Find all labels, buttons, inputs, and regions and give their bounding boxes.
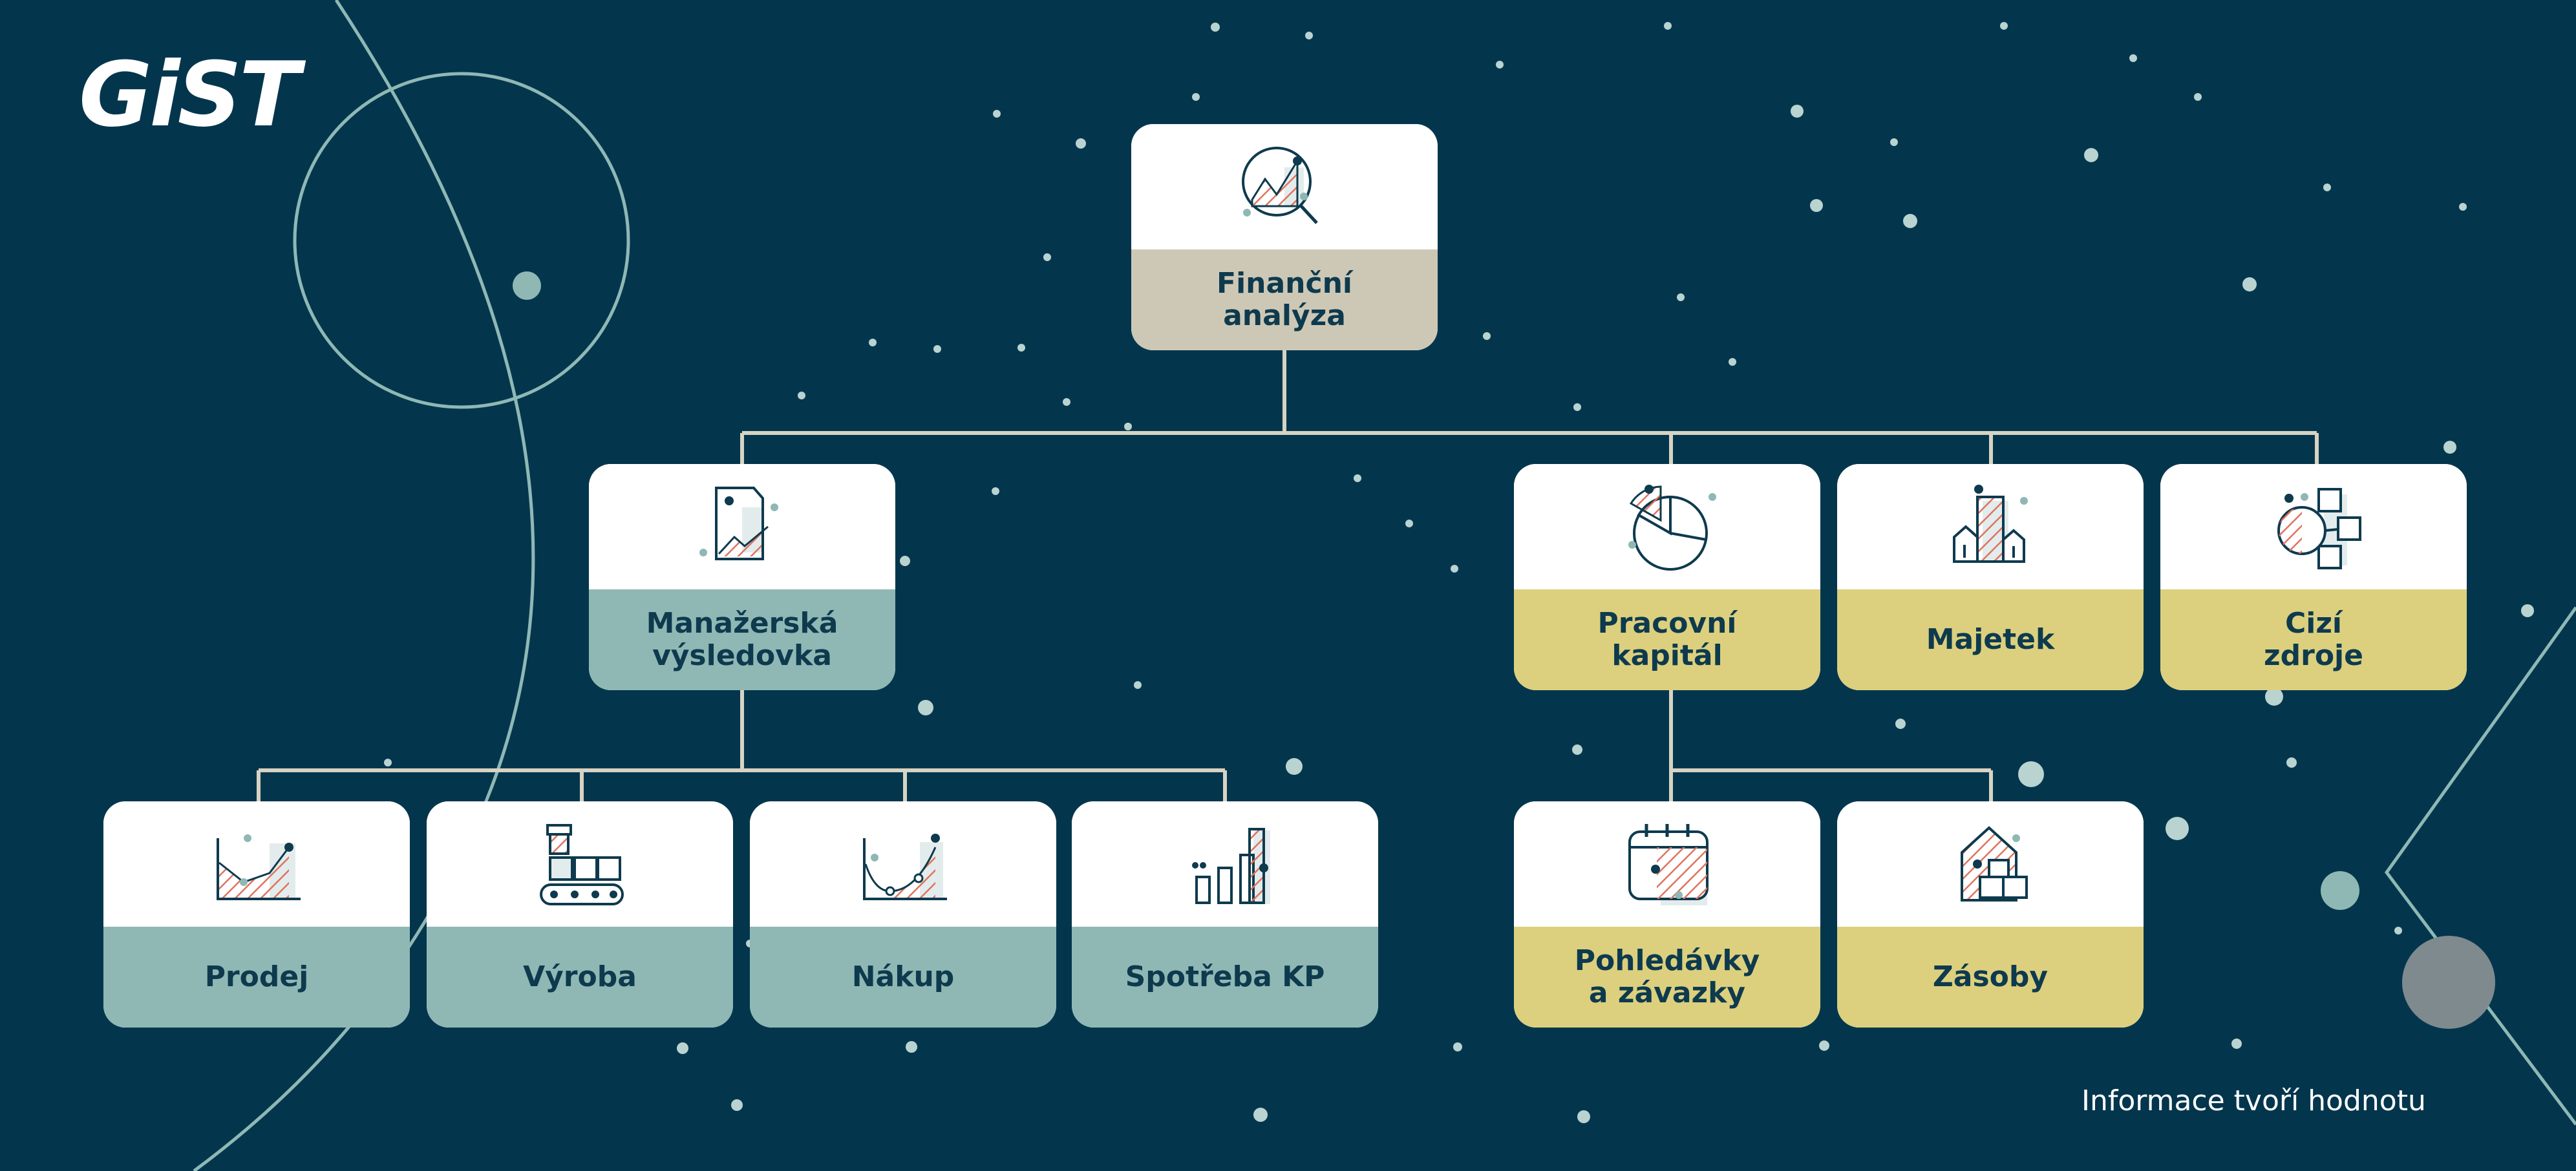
orbit-circle <box>293 72 630 409</box>
node-manazerska-vysledovka[interactable]: Manažerská výsledovka <box>589 464 895 690</box>
node-financni-analyza[interactable]: Finanční analýza <box>1131 124 1438 350</box>
conveyor-icon <box>540 824 624 905</box>
node-zasoby[interactable]: Zásoby <box>1837 801 2144 1028</box>
gist-logo: GiST <box>79 43 300 147</box>
bar-chart-icon <box>1192 828 1270 904</box>
tree-connectors <box>257 350 2319 803</box>
node-vyroba[interactable]: Výroba <box>427 801 733 1028</box>
node-prodej[interactable]: Prodej <box>103 801 410 1028</box>
node-label: Spotřeba KP <box>1125 960 1325 993</box>
node-label: Cizí zdroje <box>2264 607 2363 672</box>
node-label: Výroba <box>523 960 637 993</box>
curve-chart-icon <box>863 834 947 900</box>
grey-disc <box>2402 936 2495 1029</box>
node-nakup[interactable]: Nákup <box>750 801 1056 1028</box>
pie-chart-icon <box>1628 485 1716 571</box>
network-nodes-icon <box>2277 488 2361 569</box>
area-chart-icon <box>217 834 301 900</box>
node-label: Nákup <box>851 960 955 993</box>
report-document-icon <box>699 487 778 560</box>
node-spotreba-kp[interactable]: Spotřeba KP <box>1072 801 1378 1028</box>
node-pohledavky-a-zavazky[interactable]: Pohledávky a závazky <box>1514 801 1820 1028</box>
orbit-arc <box>193 0 535 1171</box>
node-label: Finanční analýza <box>1217 267 1352 332</box>
magnifier-chart-icon <box>1242 147 1318 224</box>
corner-lines <box>2384 606 2576 1126</box>
warehouse-icon <box>1961 826 2028 902</box>
tagline: Informace tvoří hodnotu <box>2081 1084 2426 1117</box>
accent-dot <box>2321 871 2359 910</box>
star-field <box>384 22 2534 1123</box>
node-label: Pracovní kapitál <box>1597 607 1737 672</box>
node-label: Prodej <box>204 960 309 993</box>
node-label: Pohledávky a závazky <box>1574 944 1760 1009</box>
orbit-dot <box>513 271 541 300</box>
node-pracovni-kapital[interactable]: Pracovní kapitál <box>1514 464 1820 690</box>
node-majetek[interactable]: Majetek <box>1837 464 2144 690</box>
node-label: Majetek <box>1926 623 2055 656</box>
node-label: Zásoby <box>1932 960 2049 993</box>
buildings-icon <box>1953 485 2028 563</box>
node-cizi-zdroje[interactable]: Cizí zdroje <box>2160 464 2467 690</box>
calendar-icon <box>1628 824 1708 905</box>
node-label: Manažerská výsledovka <box>646 607 838 672</box>
